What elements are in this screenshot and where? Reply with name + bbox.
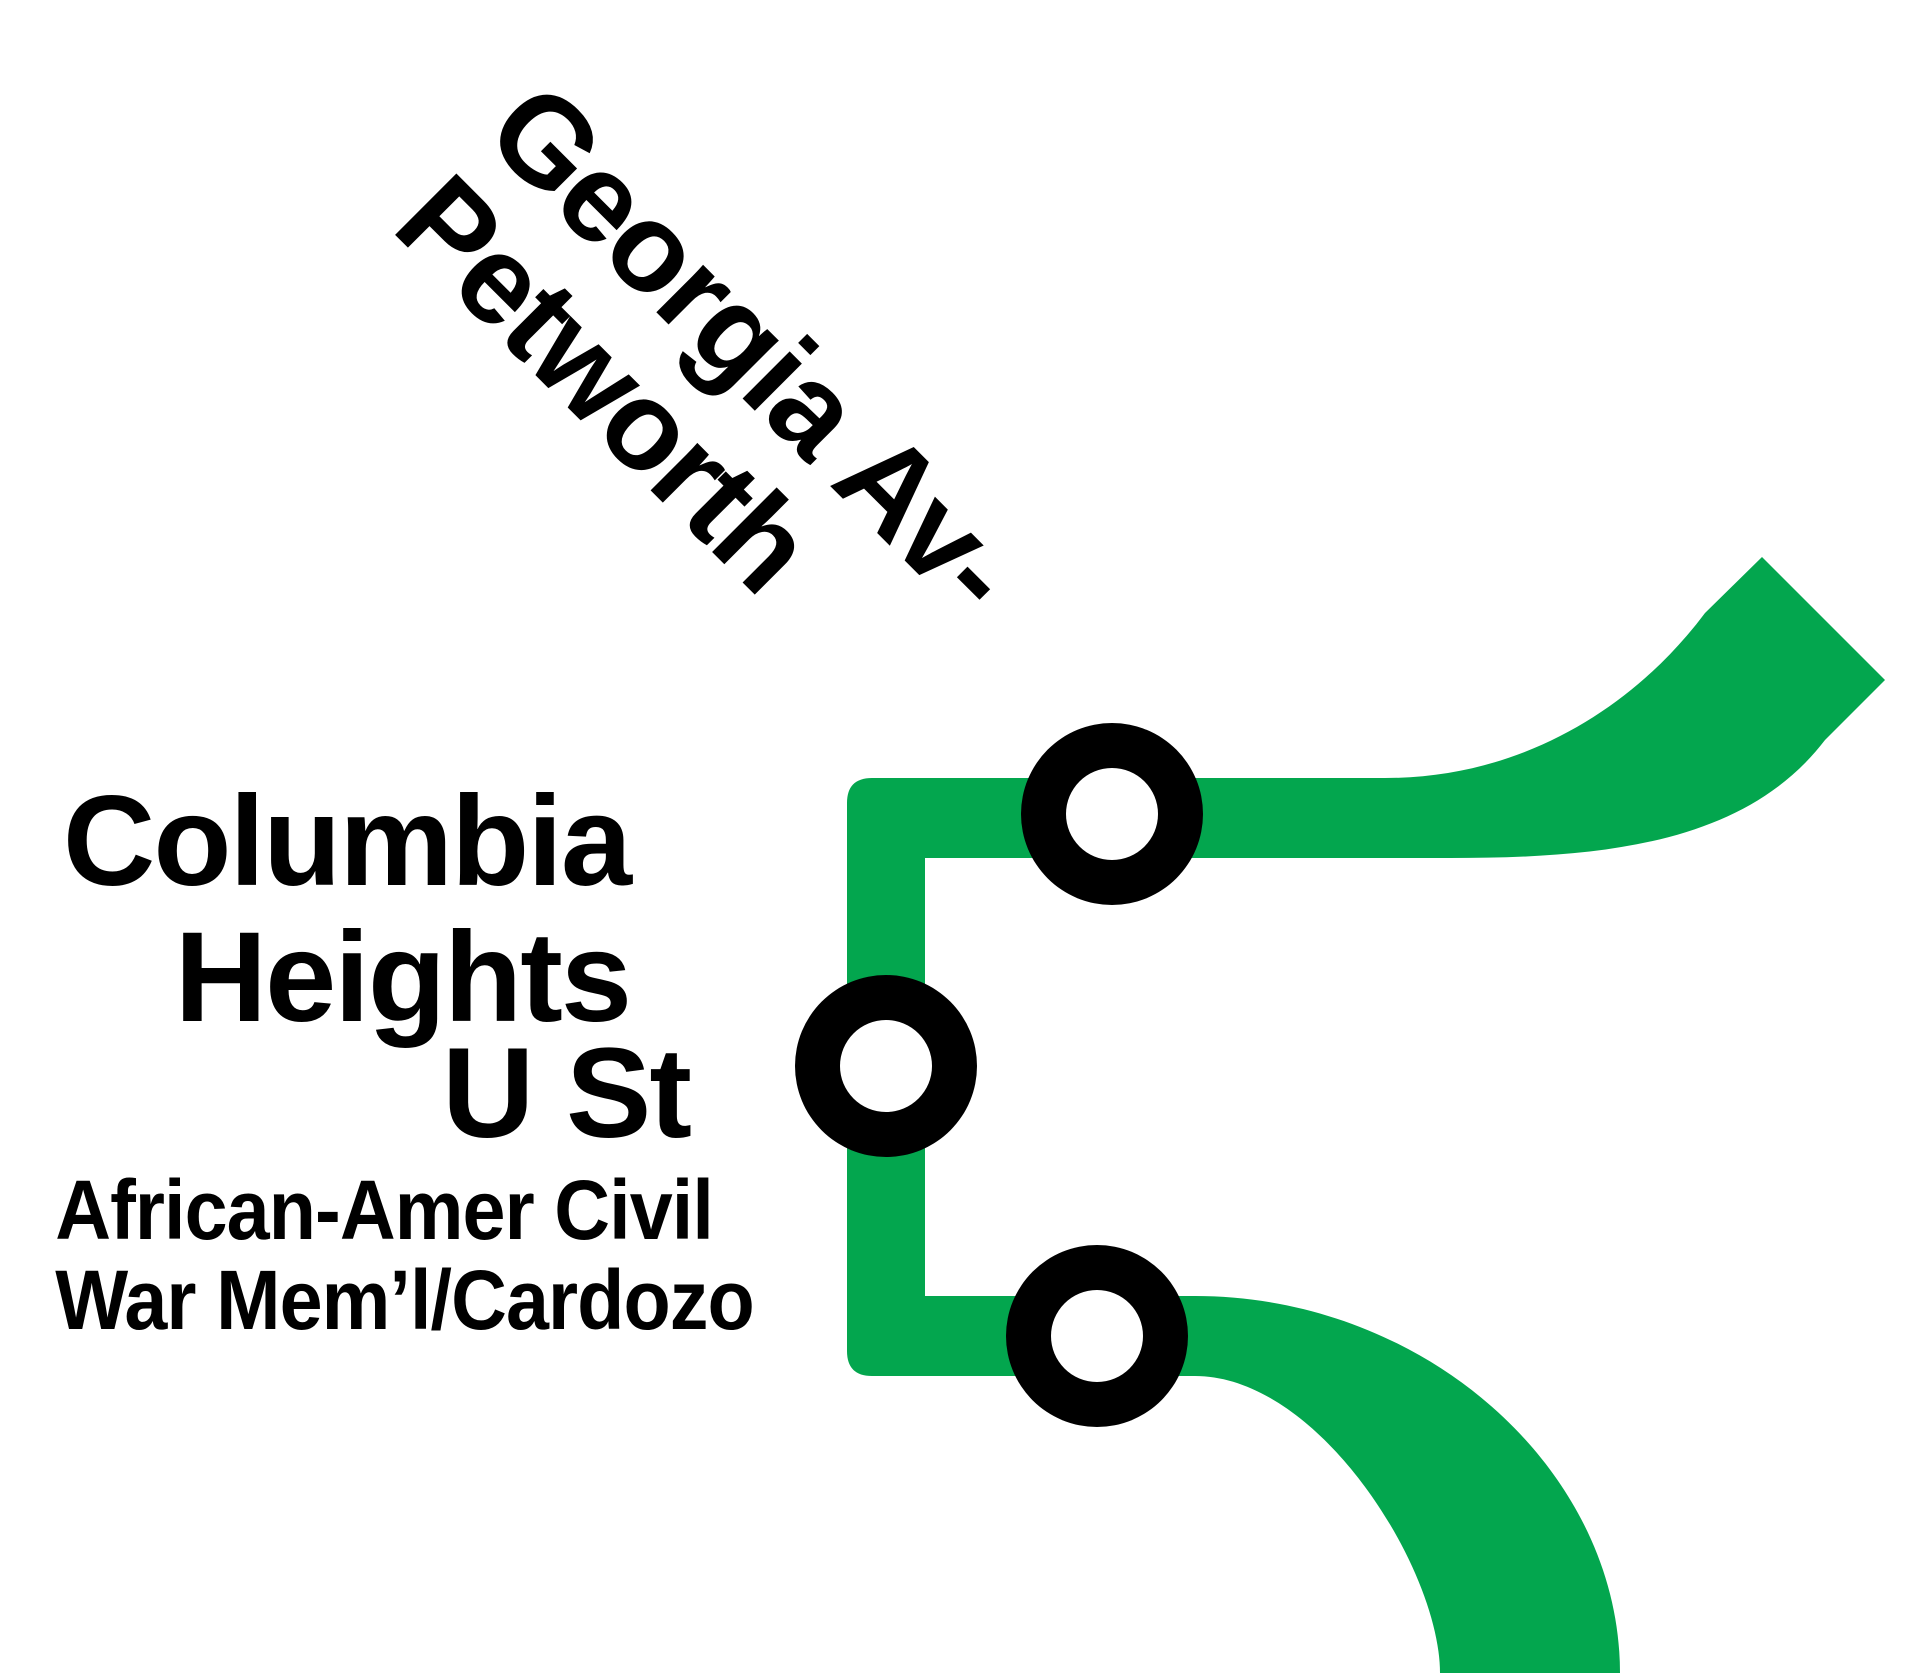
- station-label-subtitle-line-2: War Mem’l/Cardozo: [55, 1253, 754, 1347]
- green-line-south-branch: [1090, 1296, 1620, 1673]
- station-marker-u-st[interactable]: [1006, 1245, 1188, 1427]
- station-label-columbia-heights: Columbia Heights: [0, 770, 632, 1049]
- green-line-trunk-path: [847, 778, 1120, 1376]
- station-label-subtitle-line-1: African-Amer Civil: [55, 1163, 714, 1257]
- station-label-u-st: U St African-Amer Civil War Mem’l/Cardoz…: [0, 1022, 754, 1347]
- station-marker-columbia-heights[interactable]: [795, 975, 977, 1157]
- station-label-primary: U St: [442, 1022, 692, 1165]
- station-marker-georgia-av-petworth[interactable]: [1021, 723, 1203, 905]
- green-line-track: [847, 557, 1885, 1673]
- station-markers: [795, 723, 1203, 1427]
- green-line-northeast-branch: [1100, 557, 1885, 858]
- station-marker-inner-dot: [1051, 1290, 1143, 1382]
- station-label-line-2: Heights: [174, 906, 632, 1049]
- station-marker-inner-dot: [840, 1020, 932, 1112]
- station-label-line-1: Columbia: [62, 770, 632, 913]
- station-marker-inner-dot: [1066, 768, 1158, 860]
